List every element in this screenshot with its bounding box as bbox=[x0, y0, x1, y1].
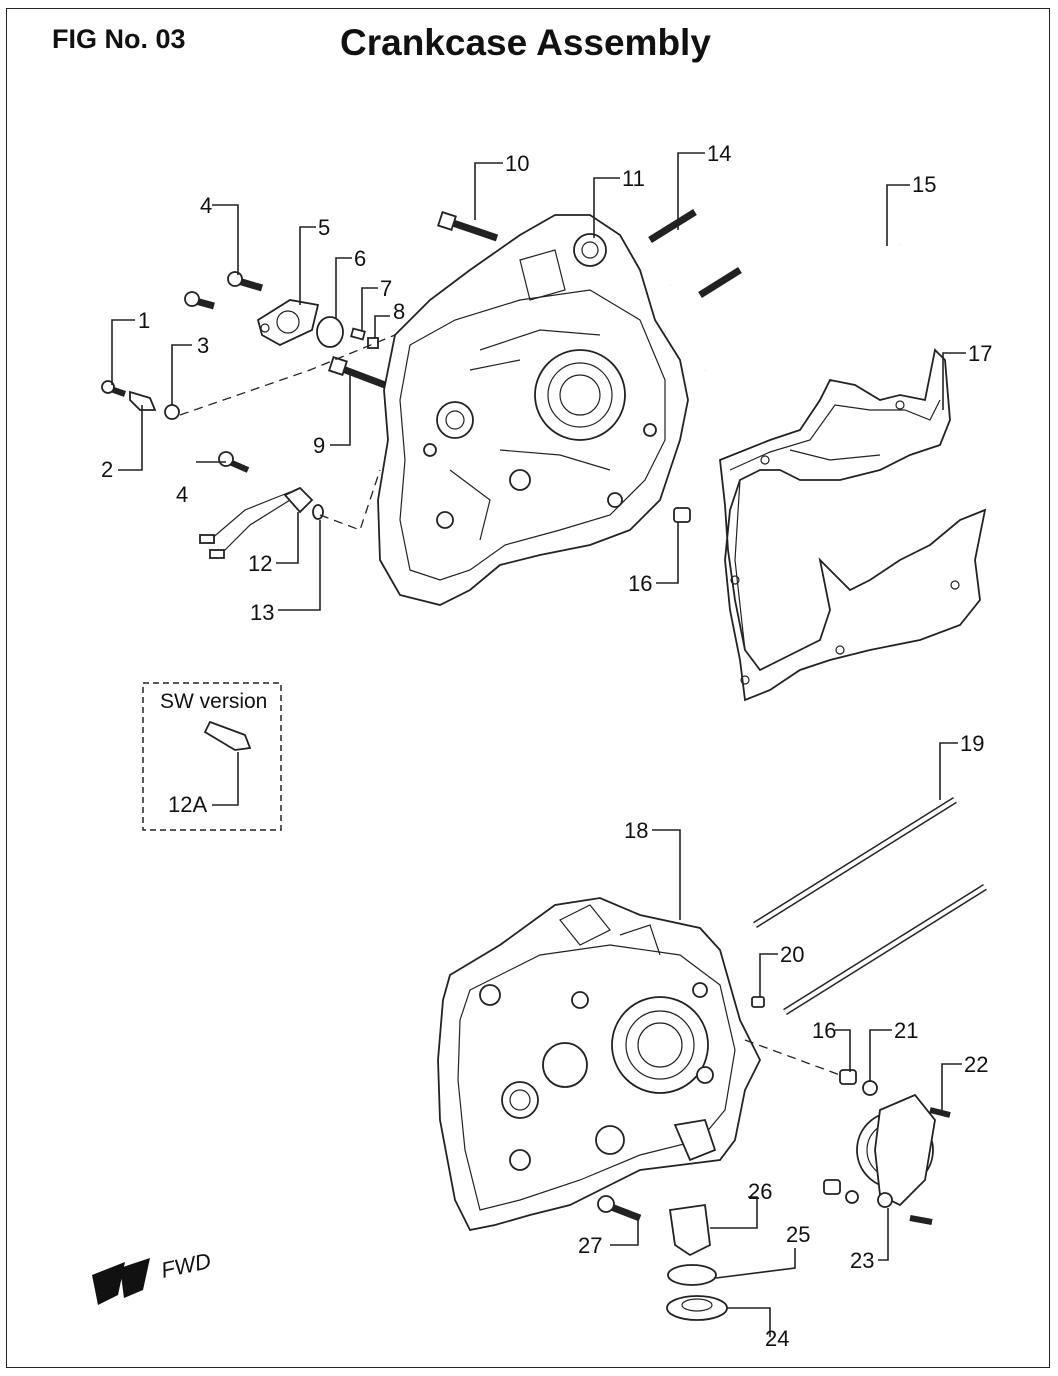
leader-lines bbox=[111, 152, 966, 1337]
callout-12a: 12A bbox=[168, 792, 207, 817]
callout-21: 21 bbox=[894, 1018, 918, 1043]
callout-1: 1 bbox=[138, 308, 150, 333]
callout-19: 19 bbox=[960, 731, 984, 756]
left-crankcase-half bbox=[377, 214, 689, 606]
sw-leader-line bbox=[212, 752, 239, 806]
upper-bolts bbox=[101, 211, 499, 473]
callout-26: 26 bbox=[748, 1179, 772, 1204]
alignment-line-upper bbox=[179, 334, 396, 416]
callout-10: 10 bbox=[505, 151, 529, 176]
forward-direction-icon bbox=[92, 1258, 150, 1305]
sensor-parts bbox=[129, 299, 379, 559]
callout-4-upper: 4 bbox=[200, 193, 212, 218]
callout-14: 14 bbox=[707, 141, 731, 166]
alignment-line-lower-left bbox=[319, 469, 381, 531]
right-crankcase-half bbox=[437, 897, 762, 1232]
callout-25: 25 bbox=[786, 1222, 810, 1247]
callout-11: 11 bbox=[622, 166, 645, 191]
diagram-title: Crankcase Assembly bbox=[340, 22, 711, 63]
figure-number: FIG No. 03 bbox=[52, 24, 186, 54]
callout-16-lower: 16 bbox=[812, 1018, 836, 1043]
alignment-line-oil-pump bbox=[744, 1039, 841, 1076]
callout-6: 6 bbox=[354, 246, 366, 271]
callout-2: 2 bbox=[101, 457, 113, 482]
callout-18: 18 bbox=[624, 818, 648, 843]
callout-27: 27 bbox=[578, 1233, 602, 1258]
callout-5: 5 bbox=[318, 215, 330, 240]
callout-4-lower: 4 bbox=[176, 482, 188, 507]
callout-23: 23 bbox=[850, 1248, 874, 1273]
callout-24: 24 bbox=[765, 1326, 789, 1351]
cylinder-studs-upper bbox=[648, 158, 902, 372]
sw-sensor-part bbox=[203, 720, 252, 751]
callout-9: 9 bbox=[313, 433, 325, 458]
callout-22: 22 bbox=[964, 1052, 988, 1077]
callout-7: 7 bbox=[380, 276, 392, 301]
callout-3: 3 bbox=[197, 333, 209, 358]
callout-8: 8 bbox=[393, 299, 405, 324]
crankcase-gasket bbox=[719, 348, 987, 702]
callout-20: 20 bbox=[780, 942, 804, 967]
sw-version-box bbox=[142, 682, 282, 831]
forward-label: FWD bbox=[159, 1248, 213, 1283]
callout-16-upper: 16 bbox=[628, 571, 652, 596]
cylinder-studs-lower bbox=[753, 797, 987, 1015]
dowel-pin-upper bbox=[673, 507, 691, 523]
callout-12: 12 bbox=[248, 551, 272, 576]
diagram-frame bbox=[6, 8, 1050, 1368]
oil-pump-assembly bbox=[751, 996, 951, 1225]
oil-strainer-parts bbox=[597, 1195, 728, 1321]
callout-17: 17 bbox=[968, 341, 992, 366]
sw-version-caption: SW version bbox=[160, 690, 267, 713]
callout-15: 15 bbox=[912, 172, 936, 197]
callout-13: 13 bbox=[250, 600, 274, 625]
